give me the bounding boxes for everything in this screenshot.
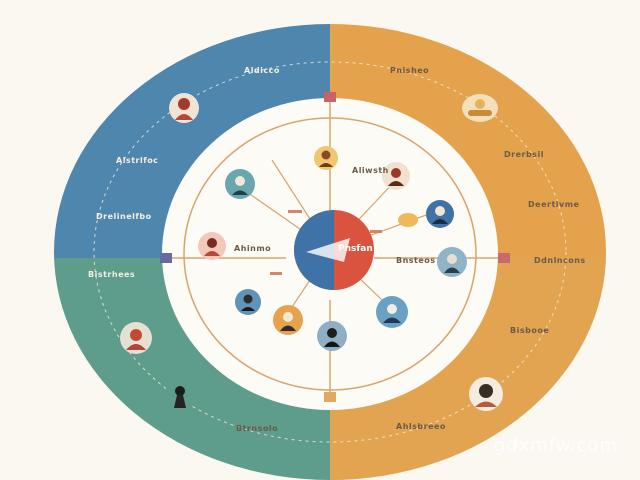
outer-label-6: Drerbsil (504, 150, 544, 159)
outer-label-3: Drelinelfbo (96, 212, 152, 221)
outer-avatars (120, 93, 503, 412)
axis-marker-top (324, 92, 336, 102)
axis-marker-left (160, 253, 172, 263)
outer-label-1: Aldicco (244, 66, 280, 75)
avatar-outer-4 (164, 380, 196, 412)
avatar-inner-6 (437, 247, 467, 277)
outer-label-5: Pnisheo (390, 66, 430, 75)
avatar-inner-4 (426, 200, 454, 228)
avatar-inner-3 (382, 162, 410, 190)
avatar-outer-3 (120, 322, 152, 354)
avatar-inner-1 (314, 146, 338, 170)
axis-marker-bottom (324, 392, 336, 402)
avatar-inner-2 (225, 169, 255, 199)
inner-label-4: Btrnsolo (236, 424, 279, 433)
inner-label-1: Ahinmo (234, 244, 272, 253)
avatar-inner-11 (398, 213, 418, 227)
avatar-inner-7 (235, 289, 261, 315)
inner-label-3: Bnsteos (396, 256, 436, 265)
outer-label-7: Deertivme (528, 200, 580, 209)
outer-dashed-track (93, 61, 567, 443)
outer-label-10: Ahlsbreeo (396, 422, 446, 431)
center-node (294, 210, 374, 290)
small-decor-bars (270, 210, 382, 275)
avatar-inner-5 (198, 232, 226, 260)
avatar-outer-5 (469, 377, 503, 411)
avatar-outer-1 (169, 93, 199, 123)
avatar-inner-9 (317, 321, 347, 351)
inner-label-2: Aliwsth (352, 166, 389, 175)
inner-avatars (198, 146, 467, 351)
axis-marker-right (498, 253, 510, 263)
avatar-inner-10 (376, 296, 408, 328)
outer-label-2: Alstrlfoc (116, 156, 159, 165)
watermark: gdxmfw.com (493, 435, 618, 456)
outer-label-9: Bisbooe (510, 326, 550, 335)
avatar-inner-8 (273, 305, 303, 335)
center-label: Pnsfan (338, 244, 373, 254)
outer-label-8: Ddnlncons (534, 256, 586, 265)
outer-label-4: Bistrhees (88, 270, 136, 279)
avatar-outer-2 (462, 94, 498, 122)
